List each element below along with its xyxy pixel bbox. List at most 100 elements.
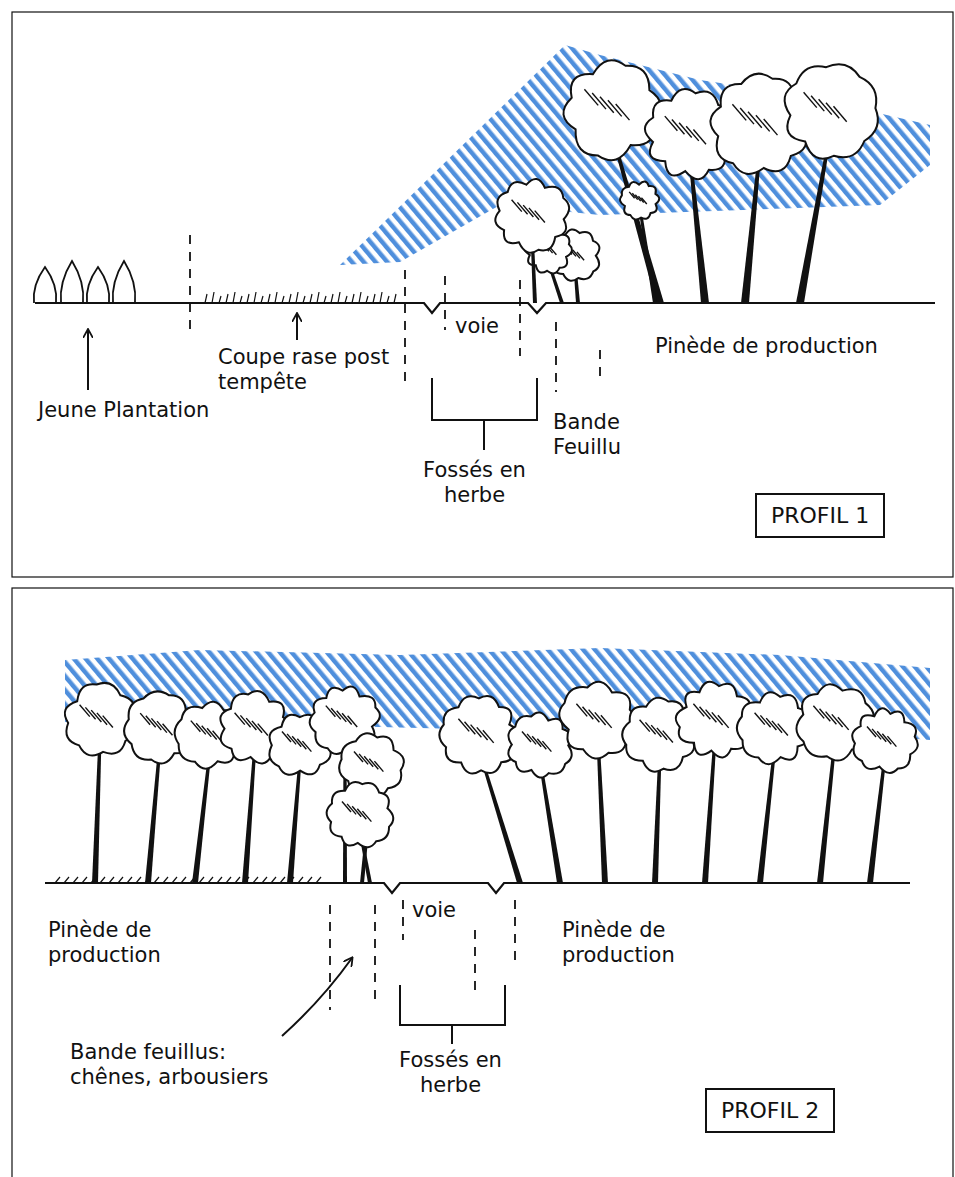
grass-tuft — [136, 877, 141, 883]
profile-label: voie — [455, 314, 499, 339]
young-tree — [61, 261, 84, 303]
tree-trunk — [817, 740, 837, 883]
grass-tuft — [226, 877, 231, 883]
grass-tuft — [127, 877, 132, 883]
tree-trunk — [867, 755, 887, 883]
tree-trunk — [145, 745, 162, 884]
grass-tuft — [366, 296, 368, 303]
tree-trunk — [192, 751, 212, 883]
crown-hatching — [764, 119, 778, 135]
grass-tuft — [163, 877, 168, 883]
tree-trunk — [597, 738, 609, 883]
ground-line — [45, 883, 910, 893]
young-tree — [34, 267, 57, 303]
grass-tuft — [55, 877, 60, 883]
profile-label: Fossés en herbe — [412, 458, 537, 508]
grass-tuft — [199, 877, 204, 883]
crown-hatching — [718, 715, 729, 728]
profile-label: Jeune Plantation — [38, 398, 209, 423]
grass-tuft — [338, 292, 340, 303]
crown-hatching — [302, 741, 311, 752]
grass-tuft — [387, 296, 389, 303]
grass-tuft — [154, 877, 159, 883]
grass-tuft — [247, 294, 249, 303]
grass-tuft — [296, 292, 298, 303]
crown-hatching — [616, 104, 630, 120]
profile-label: Pinède de production — [48, 918, 248, 968]
crown-hatching — [641, 198, 646, 204]
grass-tuft — [226, 294, 228, 303]
tree-crown — [852, 708, 918, 773]
tree-trunk — [287, 760, 302, 883]
panel-frame — [12, 12, 953, 577]
grass-tuft — [172, 877, 177, 883]
crown-hatching — [258, 724, 268, 736]
grass-tuft — [331, 294, 333, 303]
profile-tag: PROFIL 2 — [705, 1088, 835, 1133]
tree-trunk — [702, 738, 717, 883]
crown-hatching — [601, 715, 612, 728]
grass-tuft — [118, 877, 123, 883]
young-tree — [87, 267, 110, 303]
bracket — [400, 378, 537, 1044]
profile-label: Pinède de production — [655, 334, 878, 359]
tree-trunk — [757, 745, 777, 883]
tree-crown — [495, 179, 569, 253]
sky-hatching — [340, 45, 930, 265]
grass-tuft — [310, 294, 312, 303]
crown-hatching — [103, 716, 113, 728]
grass-tuft — [280, 877, 285, 883]
grass-tuft — [380, 292, 382, 303]
tree-crown — [620, 181, 659, 219]
grass-tuft — [73, 877, 78, 883]
grass-tuft — [352, 294, 354, 303]
crown-hatching — [887, 736, 896, 747]
profile-title: PROFIL 1 — [771, 503, 869, 528]
grass-tuft — [262, 877, 267, 883]
profile-title: PROFIL 2 — [721, 1098, 819, 1123]
profile-label: Coupe rase post tempête — [218, 345, 398, 395]
grass-tuft — [109, 877, 114, 883]
grass-tuft — [219, 296, 221, 303]
grass-tuft — [394, 294, 396, 303]
grass-tuft — [235, 877, 240, 883]
grass-tuft — [317, 292, 319, 303]
grass-tuft — [261, 296, 263, 303]
tree-crown — [785, 64, 878, 158]
grass-tuft — [100, 877, 105, 883]
crown-hatching — [778, 724, 788, 736]
grass-tuft — [233, 292, 235, 303]
profile-label: Pinède de production — [562, 918, 782, 968]
tree-crown — [563, 60, 660, 160]
grass-tuft — [64, 877, 69, 883]
grass-tuft — [254, 292, 256, 303]
grass-tuft — [268, 294, 270, 303]
grass-tuft — [289, 294, 291, 303]
limit-dashes — [190, 235, 600, 1010]
crown-hatching — [163, 724, 173, 736]
grass-tuft — [181, 877, 186, 883]
tree-trunk — [92, 737, 102, 883]
crown-hatching — [374, 761, 383, 772]
grass-tuft — [316, 877, 321, 883]
grass-tuft — [240, 296, 242, 303]
grass-tuft — [298, 877, 303, 883]
profile-label: Fossés en herbe — [388, 1048, 513, 1098]
grass-tuft — [359, 292, 361, 303]
grass-tuft — [345, 296, 347, 303]
grass-tuft — [82, 877, 87, 883]
crown-hatching — [542, 741, 551, 752]
tree-trunk — [242, 745, 257, 883]
grass-tuft — [303, 296, 305, 303]
crown-hatching — [483, 730, 494, 743]
grass-tuft — [282, 296, 284, 303]
ground-line — [35, 303, 935, 313]
profile-label: Bande Feuillu — [553, 410, 653, 460]
crown-hatching — [838, 717, 849, 730]
crown-hatching — [535, 211, 545, 223]
grass-tuft — [208, 877, 213, 883]
grass-tuft — [373, 294, 375, 303]
grass-tuft — [271, 877, 276, 883]
grass-tuft — [212, 292, 214, 303]
